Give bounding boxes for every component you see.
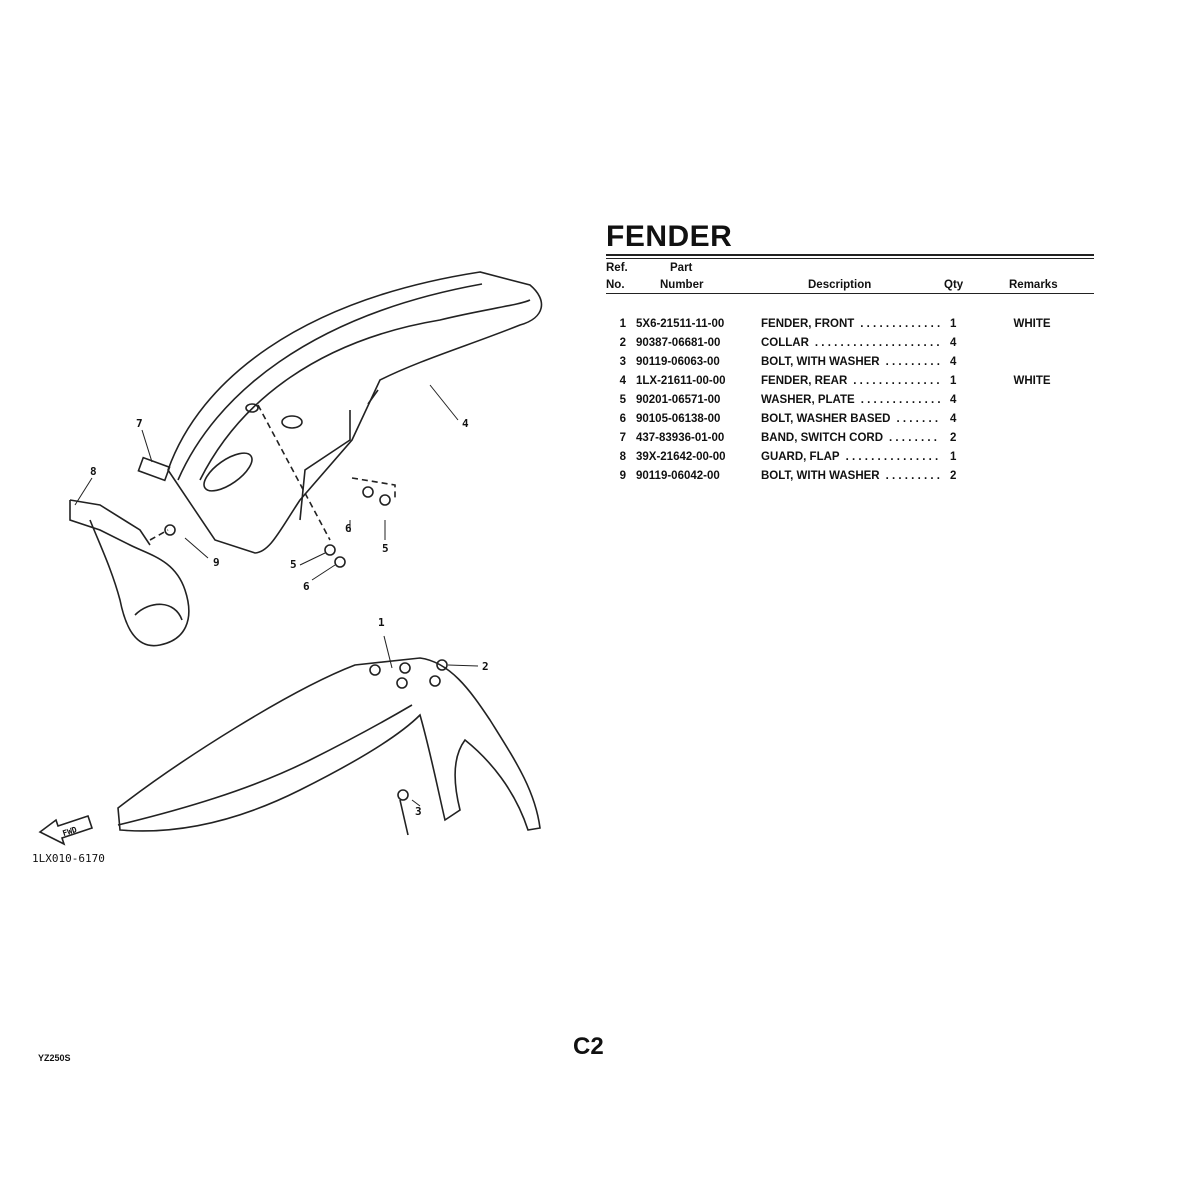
leader-dots: . . . . . . . . . . . . .: [860, 317, 941, 330]
description: FENDER, REAR: [761, 374, 848, 387]
qty: 2: [950, 469, 957, 482]
leader-dots: . . . . . . . . . . . . . . .: [845, 450, 939, 463]
description: FENDER, FRONT: [761, 317, 855, 330]
ref-no: 6: [619, 412, 626, 425]
leader-lines: [74, 384, 479, 807]
table-row: 8 39X-21642-00-00 GUARD, FLAP . . . . . . .…: [606, 447, 1094, 466]
qty: 4: [950, 393, 957, 406]
remarks: WHITE: [1013, 317, 1051, 330]
qty: 1: [950, 317, 957, 330]
callout-3: 3: [415, 805, 422, 818]
flap-guard-drawing: [69, 499, 190, 647]
description-cell: BOLT, WITH WASHER . . . . . . . . .: [761, 470, 943, 482]
description-cell: BOLT, WASHER BASED . . . . . . .: [761, 413, 943, 425]
leader-dots: . . . . . . . . .: [885, 469, 940, 482]
part-number: 90201-06571-00: [636, 393, 721, 406]
callout-4: 4: [462, 417, 469, 430]
callout-5: 5: [290, 558, 297, 571]
description-cell: BOLT, WITH WASHER . . . . . . . . .: [761, 356, 943, 368]
header-ref-2: No.: [606, 279, 625, 291]
rear-fender-drawing: [167, 271, 543, 554]
callout-5: 5: [382, 542, 389, 555]
part-number: 5X6-21511-11-00: [636, 317, 725, 330]
qty: 4: [950, 336, 957, 349]
qty: 1: [950, 374, 957, 387]
ref-no: 8: [619, 450, 626, 463]
table-row: 6 90105-06138-00 BOLT, WASHER BASED . . . .…: [606, 409, 1094, 428]
leader-dots: . . . . . . .: [896, 412, 939, 425]
qty: 2: [950, 431, 957, 444]
header-part-2: Number: [660, 279, 704, 291]
callout-9: 9: [213, 556, 220, 569]
model-name: YZ250S: [38, 1053, 71, 1063]
table-row: 5 90201-06571-00 WASHER, PLATE . . . . . . …: [606, 390, 1094, 409]
part-number: 90105-06138-00: [636, 412, 721, 425]
part-number: 90119-06042-00: [636, 469, 720, 482]
qty: 4: [950, 412, 957, 425]
leader-dots: . . . . . . . .: [889, 431, 937, 444]
part-number: 39X-21642-00-00: [636, 450, 726, 463]
callout-6: 6: [303, 580, 310, 593]
title-double-rule: [606, 254, 1094, 259]
exploded-parts-diagram: 4 7 8 9 6 5 5 6 1 2 3 FWD 1LX010-6170: [32, 271, 543, 865]
header-description: Description: [808, 279, 872, 291]
description: BOLT, WITH WASHER: [761, 355, 880, 368]
ref-no: 9: [619, 469, 626, 482]
callout-2: 2: [482, 660, 489, 673]
part-number: 437-83936-01-00: [636, 431, 725, 444]
description: COLLAR: [761, 336, 809, 349]
ref-no: 2: [619, 336, 626, 349]
drawing-code: 1LX010-6170: [32, 852, 105, 865]
table-row: 7 437-83936-01-00 BAND, SWITCH CORD . . . .…: [606, 428, 1094, 447]
table-row: 2 90387-06681-00 COLLAR . . . . . . . . . .…: [606, 333, 1094, 352]
leader-dots: . . . . . . . . . . . . .: [860, 393, 941, 406]
description-cell: COLLAR . . . . . . . . . . . . . . . . . …: [761, 337, 943, 349]
header-remarks: Remarks: [1009, 279, 1058, 291]
front-fender-drawing: [117, 657, 541, 832]
description-cell: GUARD, FLAP . . . . . . . . . . . . . . .: [761, 451, 943, 463]
description: BOLT, WASHER BASED: [761, 412, 891, 425]
header-qty: Qty: [944, 279, 964, 291]
ref-no: 4: [619, 374, 626, 387]
description-cell: FENDER, FRONT . . . . . . . . . . . . .: [761, 318, 943, 330]
hardware-drawing: [137, 404, 448, 836]
table-row: 1 5X6-21511-11-00 FENDER, FRONT . . . . . .…: [606, 314, 1094, 333]
ref-no: 1: [619, 317, 626, 330]
header-ref-1: Ref.: [606, 262, 628, 274]
fwd-label: FWD: [61, 825, 78, 838]
table-row: 9 90119-06042-00 BOLT, WITH WASHER . . . . …: [606, 466, 1094, 485]
callout-7: 7: [136, 417, 143, 430]
description-cell: FENDER, REAR . . . . . . . . . . . . . .: [761, 375, 943, 387]
qty: 4: [950, 355, 957, 368]
description-cell: BAND, SWITCH CORD . . . . . . . .: [761, 432, 943, 444]
ref-no: 3: [619, 355, 626, 368]
header-rule: [606, 293, 1094, 294]
page-number: C2: [573, 1033, 604, 1060]
table-row: 4 1LX-21611-00-00 FENDER, REAR . . . . . . …: [606, 371, 1094, 390]
leader-dots: . . . . . . . . .: [885, 355, 940, 368]
table-row: 3 90119-06063-00 BOLT, WITH WASHER . . . . …: [606, 352, 1094, 371]
description-cell: WASHER, PLATE . . . . . . . . . . . . .: [761, 394, 943, 406]
callout-6: 6: [345, 522, 352, 535]
ref-no: 5: [619, 393, 626, 406]
part-number: 90119-06063-00: [636, 355, 720, 368]
description: BOLT, WITH WASHER: [761, 469, 880, 482]
part-number: 1LX-21611-00-00: [636, 374, 726, 387]
ref-no: 7: [619, 431, 626, 444]
header-part-1: Part: [670, 262, 693, 274]
callout-1: 1: [378, 616, 385, 629]
leader-dots: . . . . . . . . . . . . . .: [853, 374, 940, 387]
section-title: FENDER: [606, 220, 733, 253]
part-number: 90387-06681-00: [636, 336, 721, 349]
description: WASHER, PLATE: [761, 393, 855, 406]
fwd-arrow-icon: [38, 814, 94, 846]
remarks: WHITE: [1013, 374, 1051, 387]
leader-dots: . . . . . . . . . . . . . . . . . . . .: [814, 336, 940, 349]
qty: 1: [950, 450, 957, 463]
description: GUARD, FLAP: [761, 450, 840, 463]
callout-8: 8: [90, 465, 97, 478]
description: BAND, SWITCH CORD: [761, 431, 884, 444]
